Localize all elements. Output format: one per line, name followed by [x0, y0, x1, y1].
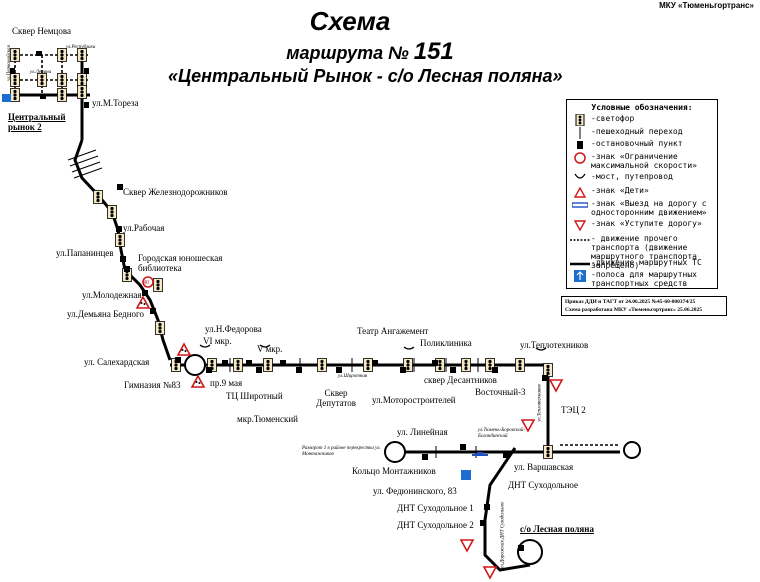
legend-item: -знак «Ограничение максимальной скорости… — [569, 152, 715, 170]
stop-label: ул.Н.Федорова — [205, 324, 262, 334]
stop-label: ул. Салехардская — [84, 357, 150, 367]
stop-label: пр.9 мая — [210, 378, 243, 388]
stop-label: Центральный рынок 2 — [8, 112, 66, 132]
stop-label: Сквер Немцова — [12, 26, 71, 36]
stop-label: VI мкр. — [203, 336, 232, 346]
route-number: 151 — [413, 38, 454, 65]
children-sign-icon — [569, 186, 591, 198]
order-line-2: Схема разработана МКУ «Тюменьгортранс» 2… — [565, 307, 703, 313]
legend-item: -полоса для маршрутных транспортных сред… — [569, 270, 715, 288]
legend-item: -знак «Дети» — [569, 186, 715, 198]
street-label: ул.Дорожная ДНТ Суходольное — [500, 501, 506, 569]
legend-title: Условные обозначения: — [591, 103, 693, 112]
order-line-1: Приказ ДДИ и ТАГТ от 24.06.2025 №45-60-0… — [565, 299, 696, 305]
stop-label: мкр.Тюменский — [237, 414, 298, 424]
stop-label: ДНТ Суходольное 1 — [397, 503, 474, 513]
route-number-line: маршрута № 151 — [0, 38, 740, 66]
stop-label: ул.Теплотехников — [520, 340, 589, 350]
route-name: «Центральный Рынок - с/о Лесная поляна» — [168, 66, 563, 86]
bus-lane-icon — [569, 270, 591, 282]
stop-label: Театр Ангажемент — [357, 326, 429, 336]
stop-label: ул. Варшавская — [514, 462, 574, 472]
legend-item: -остановочный пункт — [569, 139, 715, 151]
legend-item: - движение прочего транспорта (движение … — [569, 234, 715, 270]
legend-item: -знак «Выезд на дорогу с односторонним д… — [569, 199, 715, 217]
legend-item: -светофор — [569, 114, 715, 126]
legend-item: -движение маршрутных ТС — [569, 258, 715, 270]
speed-limit-value: 40 — [143, 280, 149, 286]
stop-label: ул.М.Тореза — [92, 98, 139, 108]
street-label: ул.Теплотехников — [537, 384, 543, 422]
bus-stop-icon — [569, 139, 591, 151]
stop-label: ТЦ Широтный — [226, 391, 283, 401]
speed-limit-icon — [569, 152, 591, 164]
street-label: ул.Первомайская — [6, 45, 12, 81]
stop-label: ул.Молодежная — [82, 290, 142, 300]
street-label: ул.Республики — [66, 45, 96, 50]
legend-box: Условные обозначения: -светофор -пешеход… — [566, 99, 718, 289]
street-label: ул.Ленина — [30, 70, 52, 75]
legend-item: -мост, путепровод — [569, 172, 715, 184]
yield-sign-icon — [569, 219, 591, 231]
route-prefix: маршрута № — [286, 43, 409, 63]
bridge-icon — [569, 172, 591, 184]
street-label: ул.Тюмень-Боровский-Богандинский — [478, 428, 526, 439]
stop-label: ДНТ Суходольное — [508, 480, 579, 490]
stop-label: Поликлиника — [420, 338, 472, 348]
stop-label: Гимназия №83 — [124, 380, 181, 390]
legend-item: -пешеходный переход — [569, 127, 715, 139]
stop-label: ТЭЦ 2 — [561, 405, 586, 415]
street-label: Разворот 1 в районе перекрестка ул. Монт… — [302, 446, 381, 457]
route-line-icon — [569, 258, 591, 270]
traffic-light-icon — [569, 114, 591, 126]
stop-label: Кольцо Монтажников — [352, 466, 436, 476]
crosswalk-icon — [569, 127, 591, 139]
scheme-title: Схема — [309, 6, 391, 36]
other-traffic-line-icon — [569, 234, 591, 246]
order-note: Приказ ДДИ и ТАГТ от 24.06.2025 №45-60-0… — [561, 296, 727, 316]
stop-label: V мкр. — [257, 344, 283, 354]
one-way-exit-icon — [569, 199, 591, 211]
stop-label: ДНТ Суходольное 2 — [397, 520, 474, 530]
stop-label: Восточный-3 — [475, 387, 526, 397]
organization-label: МКУ «Тюменьгортранс» — [659, 1, 754, 10]
stop-label: с/о Лесная поляна — [520, 524, 594, 534]
stop-label: ул.Рабочая — [123, 223, 165, 233]
stop-label: сквер Десантников — [424, 375, 497, 385]
stop-label: Городская юношеская библиотека — [138, 253, 223, 273]
stop-label: ул.Моторостроителей — [372, 395, 456, 405]
stop-label: ул.Папанинцев — [56, 248, 114, 258]
stop-label: ул. Федюнинского, 83 — [373, 486, 457, 496]
stop-label: Сквер Депутатов — [316, 388, 356, 408]
stop-label: ул. Линейная — [397, 427, 448, 437]
stop-label: Сквер Железнодорожников — [123, 187, 228, 197]
stop-label: ул.Демьяна Бедного — [67, 309, 144, 319]
street-label: ул.Широтная — [338, 374, 368, 379]
legend-item: -знак «Уступите дорогу» — [569, 219, 715, 231]
